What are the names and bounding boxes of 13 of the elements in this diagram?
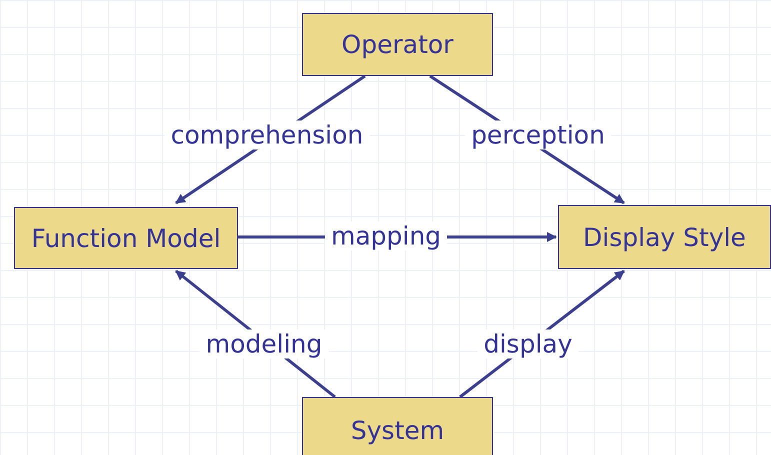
process-box — [14, 207, 238, 269]
edge-label: modeling — [200, 330, 328, 358]
node-label: Operator — [342, 30, 454, 59]
edge-label: display — [478, 330, 578, 358]
edge-label: mapping — [324, 222, 448, 250]
process-box — [558, 205, 771, 269]
edge-label: perception — [465, 120, 611, 150]
node-label: System — [350, 416, 444, 444]
process-box — [302, 13, 493, 76]
process-box — [302, 397, 493, 455]
node-label: Function Model — [31, 224, 221, 252]
edge-label: comprehension — [164, 120, 370, 150]
node-label: Display Style — [583, 222, 746, 252]
